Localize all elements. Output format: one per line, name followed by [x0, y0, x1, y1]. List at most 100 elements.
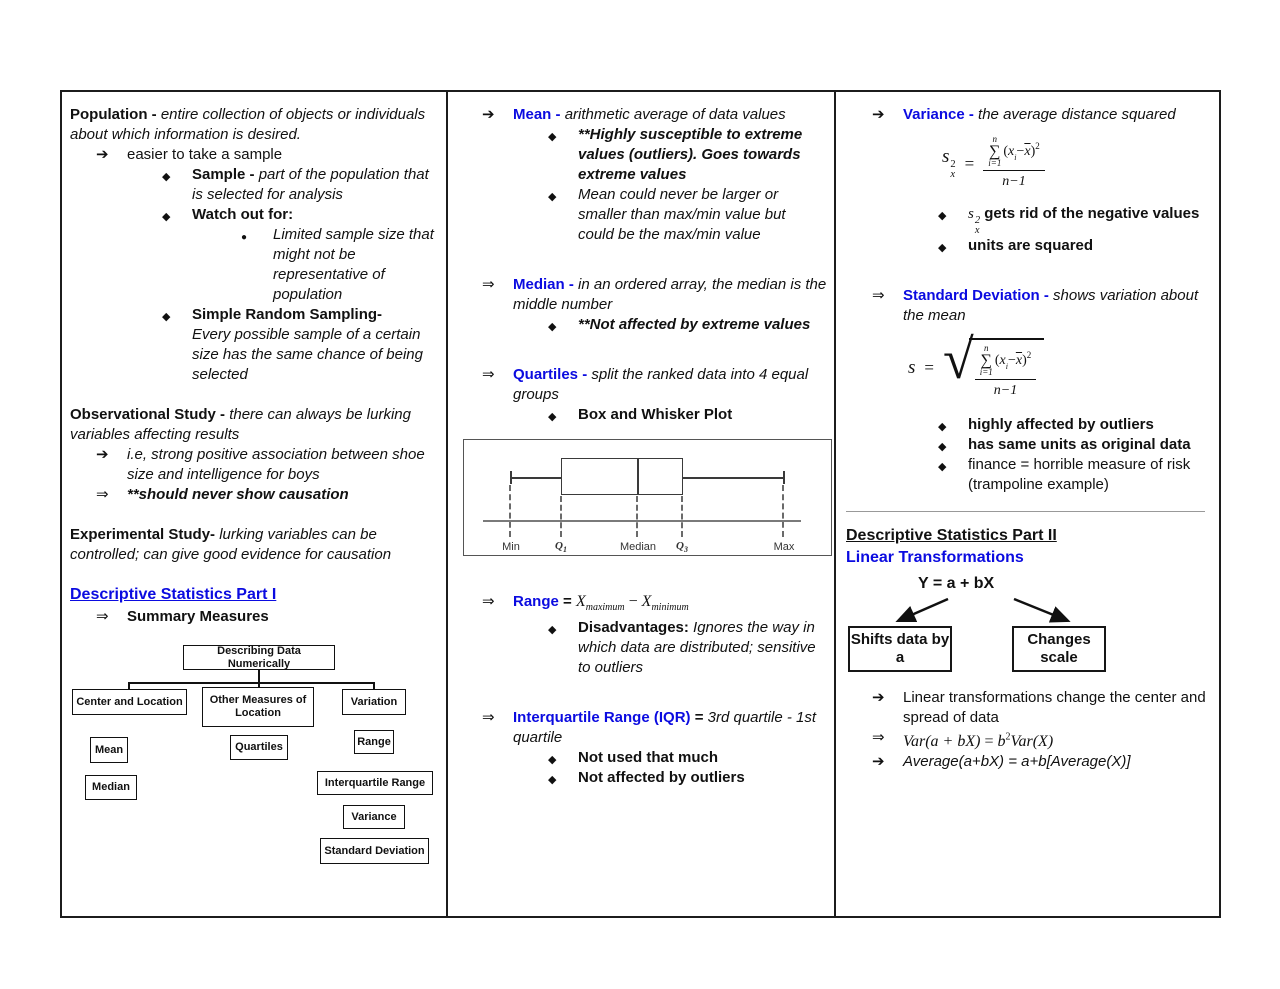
bullet-item: ⇒ Range = Xmaximum − Xminimum	[456, 592, 828, 618]
label-median: Median	[619, 541, 657, 553]
bullet-item: ◆ Box and Whisker Plot	[456, 405, 828, 425]
s-symbol: s	[942, 146, 950, 167]
note-text: Mean could never be larger or smaller th…	[578, 186, 786, 243]
x-bar: x	[1024, 143, 1031, 159]
equals-sign: =	[980, 733, 998, 751]
tree-node-quartiles: Quartiles	[230, 735, 288, 760]
squared-superscript: 2	[974, 215, 981, 226]
term-range: Range	[513, 593, 559, 610]
label-q1-sub: 1	[562, 545, 567, 555]
whisker-end-tick	[783, 471, 785, 484]
minus-sign: −	[624, 593, 642, 610]
squared-superscript: 2	[1026, 349, 1032, 360]
double-arrow-bullet-icon: ⇒	[872, 287, 885, 304]
arrow-bullet-icon: ➔	[872, 753, 885, 771]
tree-connector	[373, 684, 375, 689]
variance-rule-formula: Var(a + bX) = b2Var(X)	[903, 732, 1053, 751]
bullet-item: ◆ Simple Random Sampling-Every possible …	[70, 305, 440, 385]
diamond-bullet-icon: ◆	[548, 321, 557, 333]
term-experimental: Experimental Study-	[70, 526, 220, 543]
b-coefficient: b	[997, 733, 1006, 751]
term-srs: Simple Random Sampling-	[192, 306, 383, 323]
squared-superscript: 2	[950, 159, 956, 170]
def-standard-deviation: shows variation about the mean	[903, 287, 1199, 324]
bullet-item: ◆ Sample - part of the population that i…	[70, 165, 440, 205]
note-text: finance = horrible measure of risk (tram…	[968, 456, 1191, 493]
tree-connector	[258, 684, 260, 687]
label-min: Min	[502, 541, 520, 553]
diamond-bullet-icon: ◆	[938, 461, 947, 473]
bullet-item: ⇒ **should never show causation	[70, 485, 440, 505]
label-q3-base: Q	[676, 540, 684, 552]
radical-symbol: √	[943, 329, 974, 391]
bullet-item: ➔ easier to take a sample	[70, 145, 440, 165]
sum-lower-limit: i=1	[979, 367, 993, 377]
note-text: has same units as original data	[968, 436, 1191, 453]
min-subscript: minimum	[651, 602, 689, 614]
diamond-bullet-icon: ◆	[162, 171, 171, 183]
box-whisker-plot: Min Q1 Median Q3 Max	[463, 439, 832, 556]
note-text: highly affected by outliers	[968, 416, 1154, 433]
tree-connector	[258, 670, 260, 682]
heading-linear-transformations: Linear Transformations	[846, 549, 1024, 566]
diamond-bullet-icon: ◆	[938, 441, 947, 453]
double-arrow-bullet-icon: ⇒	[482, 366, 495, 383]
bullet-item: ⇒ Interquartile Range (IQR) = 3rd quarti…	[456, 708, 828, 748]
q1-dashed-line	[560, 496, 562, 537]
double-arrow-bullet-icon: ⇒	[482, 276, 495, 293]
shifts-box: Shifts data by a	[848, 626, 952, 672]
tree-node-variance: Variance	[343, 805, 405, 829]
number-line-axis	[483, 520, 801, 522]
bullet-item: ◆ **Highly susceptible to extreme values…	[456, 125, 828, 185]
bullet-item: ◆ Watch out for:	[70, 205, 440, 225]
notes-sheet: Population - entire collection of object…	[60, 90, 1221, 918]
bullet-item: ➔ Average(a+bX) = a+b[Average(X)]	[846, 752, 1213, 772]
x-var: x	[999, 352, 1006, 368]
bullet-item: ◆ highly affected by outliers	[846, 415, 1213, 435]
section-heading-part2: Descriptive Statistics Part II	[846, 527, 1057, 544]
population-definition: Population - entire collection of object…	[70, 105, 440, 145]
section-divider	[846, 511, 1205, 512]
tree-node-center-location: Center and Location	[72, 689, 187, 715]
double-arrow-bullet-icon: ⇒	[96, 486, 109, 503]
note-text: Linear transformations change the center…	[903, 689, 1206, 726]
bullet-item: ◆ finance = horrible measure of risk (tr…	[846, 455, 1213, 495]
bullet-item: ⇒ Median - in an ordered array, the medi…	[456, 275, 828, 315]
equals-sign: =	[558, 593, 576, 610]
observational-definition: Observational Study - there can always b…	[70, 405, 440, 445]
double-arrow-bullet-icon: ⇒	[482, 593, 495, 610]
tree-connector	[128, 682, 375, 684]
tree-node-variation: Variation	[342, 689, 406, 715]
equals-sign: =	[690, 709, 708, 727]
bullet-item: ◆ Not used that much	[456, 748, 828, 768]
term-quartiles: Quartiles -	[513, 366, 592, 383]
term-iqr: Interquartile Range (IQR)	[513, 709, 691, 727]
note-text: Watch out for:	[192, 206, 294, 223]
term-observational: Observational Study -	[70, 406, 230, 423]
range-formula: Xmaximum − Xminimum	[576, 593, 689, 614]
bullet-item: ➔ Mean - arithmetic average of data valu…	[456, 105, 828, 125]
note-text: Ignores the way in which data are distri…	[578, 619, 816, 677]
def-observational: there can always be lurking variables af…	[70, 406, 411, 443]
label-q3-sub: 3	[683, 545, 688, 555]
min-dashed-line	[509, 485, 511, 537]
equals-sign: =	[924, 357, 934, 377]
s-symbol: s	[968, 206, 974, 222]
bullet-item: ⇒ Quartiles - split the ranked data into…	[456, 365, 828, 405]
note-text: gets rid of the negative values	[980, 205, 1200, 222]
arrow-bullet-icon: ➔	[872, 106, 885, 123]
bullet-item: ◆ Disadvantages: Ignores the way in whic…	[456, 618, 828, 678]
term-population: Population -	[70, 106, 161, 123]
sigma-symbol: ∑	[980, 352, 992, 369]
def-variance: the average distance squared	[978, 106, 1176, 123]
def-quartiles: split the ranked data into 4 equal group…	[513, 366, 809, 403]
equals-sign: =	[964, 153, 975, 173]
term-disadvantages: Disadvantages:	[578, 619, 694, 637]
diamond-bullet-icon: ◆	[548, 774, 557, 787]
median-line	[637, 458, 639, 495]
arrow-bullet-icon: ➔	[482, 106, 495, 123]
